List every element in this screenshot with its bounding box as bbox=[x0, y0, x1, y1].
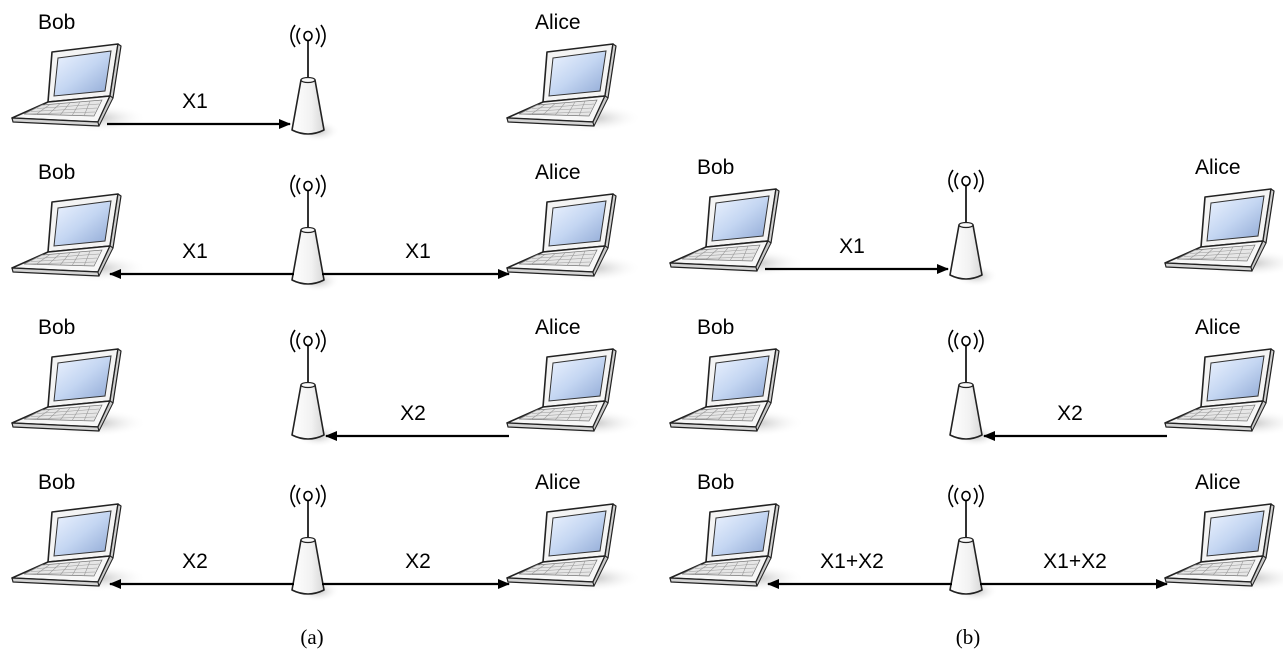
caption-b: (b) bbox=[956, 625, 981, 649]
node-label-alice: Alice bbox=[1195, 316, 1241, 339]
arrow-label: X1+X2 bbox=[1043, 550, 1107, 573]
node-label-alice: Alice bbox=[1195, 156, 1241, 179]
node-label-bob: Bob bbox=[38, 471, 75, 494]
arrow-label: X1+X2 bbox=[820, 550, 884, 573]
laptop-icon-alice bbox=[506, 503, 643, 593]
arrow-label: X2 bbox=[182, 550, 208, 573]
laptop-icon-bob bbox=[11, 43, 148, 133]
arrow-label: X1 bbox=[182, 90, 208, 113]
arrow-label: X1 bbox=[182, 240, 208, 263]
laptop-icon-bob bbox=[11, 503, 148, 593]
antenna-tower-icon bbox=[290, 329, 341, 448]
arrow-label: X1 bbox=[405, 240, 431, 263]
laptop-icon-bob bbox=[11, 348, 148, 438]
node-label-alice: Alice bbox=[1195, 471, 1241, 494]
node-label-alice: Alice bbox=[535, 471, 581, 494]
laptop-icon-bob bbox=[669, 348, 806, 438]
node-label-bob: Bob bbox=[38, 161, 75, 184]
laptop-icon-bob bbox=[669, 503, 806, 593]
node-label-bob: Bob bbox=[697, 316, 734, 339]
node-label-alice: Alice bbox=[535, 316, 581, 339]
laptop-icon-alice bbox=[1164, 503, 1283, 593]
node-label-bob: Bob bbox=[38, 316, 75, 339]
laptop-icon-alice bbox=[506, 193, 643, 283]
caption-a: (a) bbox=[300, 625, 323, 649]
antenna-tower-icon bbox=[948, 329, 999, 448]
node-label-bob: Bob bbox=[38, 11, 75, 34]
antenna-tower-icon bbox=[290, 24, 341, 143]
antenna-tower-icon bbox=[948, 169, 999, 288]
arrow-label: X1 bbox=[839, 235, 865, 258]
laptop-icon-alice bbox=[1164, 348, 1283, 438]
node-label-bob: Bob bbox=[697, 471, 734, 494]
node-label-alice: Alice bbox=[535, 161, 581, 184]
arrow-label: X2 bbox=[1057, 402, 1083, 425]
laptop-icon-bob bbox=[11, 193, 148, 283]
arrow-label: X2 bbox=[405, 550, 431, 573]
laptop-icon-alice bbox=[506, 348, 643, 438]
node-label-alice: Alice bbox=[535, 11, 581, 34]
laptop-icon-bob bbox=[669, 188, 806, 278]
laptop-icon-alice bbox=[1164, 188, 1283, 278]
laptop-icon-alice bbox=[506, 43, 643, 133]
node-label-bob: Bob bbox=[697, 156, 734, 179]
arrow-label: X2 bbox=[400, 402, 426, 425]
